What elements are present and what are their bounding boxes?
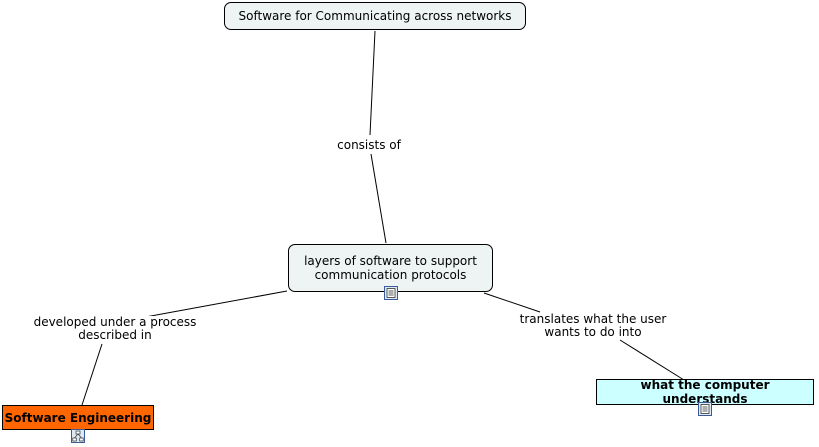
link-label-developed-under[interactable]: developed under a process described in	[24, 316, 206, 342]
link-line-developed-to-se	[81, 343, 103, 406]
concept-node-layers[interactable]: layers of software to support communicat…	[288, 244, 493, 292]
concept-node-root[interactable]: Software for Communicating across networ…	[224, 2, 526, 30]
concept-map-icon[interactable]	[71, 429, 85, 443]
link-line-layers-to-developed	[139, 290, 288, 319]
concept-node-computer-understands-label: what the computer understands	[640, 378, 770, 406]
concept-node-software-engineering-label: Software Engineering	[4, 410, 152, 425]
concept-node-software-engineering[interactable]: Software Engineering	[2, 405, 154, 430]
link-label-translates[interactable]: translates what the user wants to do int…	[508, 313, 678, 339]
concept-node-layers-label: layers of software to support communicat…	[304, 254, 477, 282]
link-label-consists-of[interactable]: consists of	[332, 139, 406, 152]
document-icon[interactable]	[698, 402, 712, 416]
link-line-root-to-consists	[369, 30, 376, 136]
concept-node-computer-understands[interactable]: what the computer understands	[596, 378, 814, 406]
link-line-layers-to-translates	[483, 292, 541, 313]
link-line-consists-to-layers	[370, 153, 387, 244]
link-line-translates-to-computer	[619, 339, 685, 381]
concept-node-root-label: Software for Communicating across networ…	[238, 9, 512, 23]
document-icon[interactable]	[384, 286, 398, 300]
